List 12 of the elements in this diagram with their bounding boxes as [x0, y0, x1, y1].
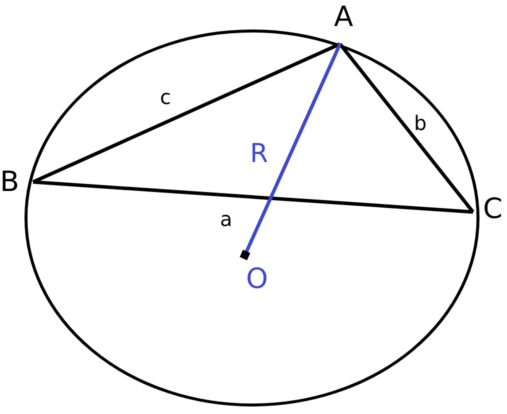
- edge-label: c: [160, 86, 171, 108]
- edge-label: R: [250, 140, 268, 168]
- triangle-side: [32, 42, 341, 184]
- radius-line: [240, 43, 342, 260]
- center-label: O: [246, 264, 268, 294]
- triangle-side: [338, 42, 474, 214]
- edge-label: b: [414, 112, 427, 134]
- vertex-label: C: [483, 194, 503, 224]
- vertex-label: B: [0, 167, 20, 197]
- triangle-side: [32, 180, 474, 214]
- vertex-label: A: [334, 2, 354, 32]
- edge-label: a: [220, 208, 232, 230]
